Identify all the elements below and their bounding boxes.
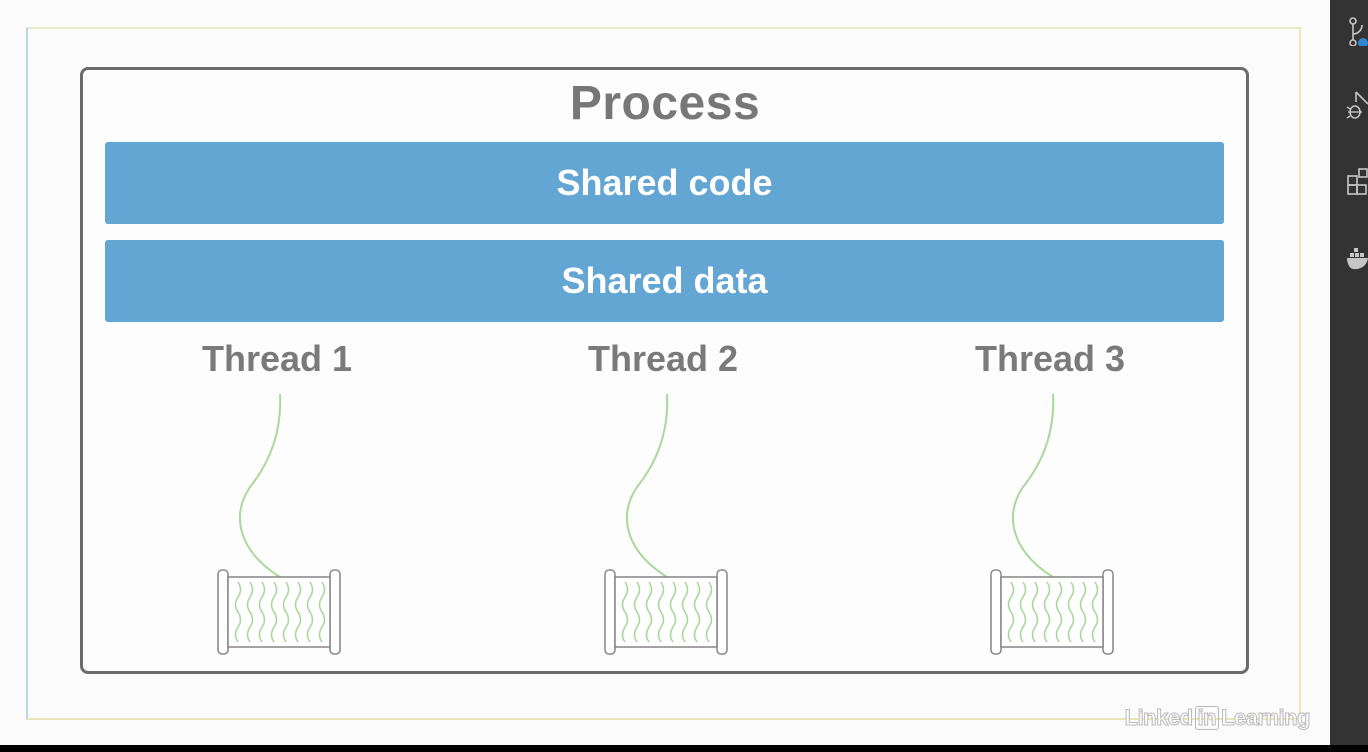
linkedin-learning-watermark: Linked in Learning [1124, 705, 1311, 731]
watermark-learning: Learning [1221, 705, 1311, 731]
watermark-linked: Linked [1124, 705, 1193, 731]
shared-data-label: Shared data [561, 260, 768, 301]
thread-1-label: Thread 1 [201, 338, 353, 379]
shared-data-bar: Shared data [105, 240, 1224, 322]
process-title: Process [569, 77, 761, 130]
slide: Process Shared code Shared data Thread 1… [0, 0, 1330, 745]
thread-1-spool-icon [217, 393, 341, 655]
thread-3-spool-icon [990, 393, 1114, 655]
outer-frame [26, 27, 1301, 720]
bottom-bar [0, 745, 1368, 752]
activity-bar [1330, 0, 1368, 745]
thread-2-label: Thread 2 [587, 338, 739, 379]
shared-code-bar: Shared code [105, 142, 1224, 224]
watermark-in: in [1194, 706, 1220, 730]
source-control-icon[interactable] [1346, 16, 1368, 46]
docker-icon[interactable] [1346, 242, 1368, 272]
thread-2-spool-icon [604, 393, 728, 655]
shared-code-label: Shared code [556, 162, 773, 203]
extensions-icon[interactable] [1346, 166, 1368, 196]
debug-icon[interactable] [1346, 90, 1368, 120]
thread-3-label: Thread 3 [974, 338, 1126, 379]
